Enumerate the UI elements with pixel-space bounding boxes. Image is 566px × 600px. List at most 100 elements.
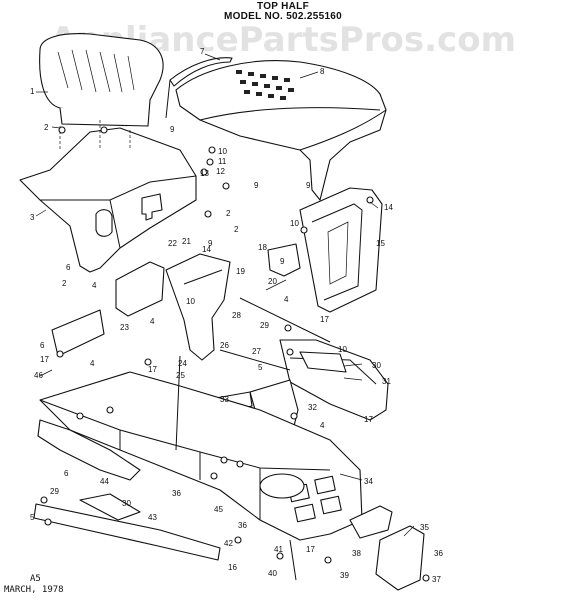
callout-10: 10 — [186, 297, 195, 306]
callout-36: 36 — [434, 549, 443, 558]
callout-22: 22 — [168, 239, 177, 248]
callout-29: 29 — [50, 487, 59, 496]
rod-26 — [219, 349, 291, 371]
callout-40: 40 — [268, 569, 277, 578]
callout-42: 42 — [224, 539, 233, 548]
bracket-16[interactable] — [267, 243, 301, 277]
callout-6: 6 — [64, 469, 69, 478]
drawing-code: A5 — [30, 574, 41, 584]
callout-2: 2 — [226, 209, 231, 218]
seat[interactable] — [39, 33, 164, 127]
callout-17: 17 — [306, 545, 315, 554]
grille-frame[interactable] — [299, 187, 383, 313]
callout-41: 41 — [274, 545, 283, 554]
callout-30: 30 — [122, 499, 131, 508]
callout-16: 16 — [228, 563, 237, 572]
hood-grille — [236, 70, 294, 100]
axle-support[interactable] — [79, 493, 141, 521]
callout-4: 4 — [320, 421, 325, 430]
callout-33: 33 — [220, 395, 229, 404]
callout-15: 15 — [376, 239, 385, 248]
callout-17: 17 — [40, 355, 49, 364]
callout-36: 36 — [172, 489, 181, 498]
drawing-date: MARCH, 1978 — [4, 585, 64, 595]
callout-29: 29 — [260, 321, 269, 330]
hood-strip-rod — [165, 79, 171, 119]
callout-14: 14 — [202, 245, 211, 254]
main-frame[interactable] — [39, 371, 363, 541]
callout-45: 45 — [214, 505, 223, 514]
callout-2: 2 — [234, 225, 239, 234]
callout-4: 4 — [90, 359, 95, 368]
diagram-title: TOP HALF — [256, 1, 310, 12]
callout-30: 30 — [372, 361, 381, 370]
callout-39: 39 — [340, 571, 349, 580]
callout-9: 9 — [280, 257, 285, 266]
callout-6: 6 — [66, 263, 71, 272]
callout-31: 31 — [382, 377, 391, 386]
callout-2: 2 — [44, 123, 49, 132]
callout-38: 38 — [352, 549, 361, 558]
callout-27: 27 — [252, 347, 261, 356]
dash-panel[interactable] — [165, 253, 231, 361]
model-number: MODEL NO. 502.255160 — [223, 11, 343, 22]
callout-10: 10 — [218, 147, 227, 156]
callout-9: 9 — [208, 239, 213, 248]
callout-4: 4 — [92, 281, 97, 290]
callout-5: 5 — [30, 513, 35, 522]
rod-40 — [289, 539, 297, 581]
callout-36: 36 — [238, 521, 247, 530]
rear-bracket[interactable] — [375, 525, 425, 591]
callout-14: 14 — [384, 203, 393, 212]
callout-labels: 1222234444455666789999910101010111213141… — [30, 47, 443, 584]
callout-28: 28 — [232, 311, 241, 320]
callout-46: 46 — [34, 371, 43, 380]
callout-35: 35 — [420, 523, 429, 532]
callout-9: 9 — [170, 125, 175, 134]
step-plate[interactable] — [279, 339, 389, 421]
callout-32: 32 — [308, 403, 317, 412]
hood[interactable] — [175, 60, 387, 201]
callout-34: 34 — [364, 477, 373, 486]
callout-5: 5 — [258, 363, 263, 372]
fender-seat-pan[interactable] — [19, 120, 197, 273]
callout-3: 3 — [30, 213, 35, 222]
callout-20: 20 — [268, 277, 277, 286]
callout-6: 6 — [40, 341, 45, 350]
callout-18: 18 — [258, 243, 267, 252]
callout-13: 13 — [200, 169, 209, 178]
callout-9: 9 — [254, 181, 259, 190]
lower-apron[interactable] — [37, 419, 141, 481]
callout-2: 2 — [62, 279, 67, 288]
rod-25 — [175, 355, 181, 451]
callout-17: 17 — [320, 315, 329, 324]
fasteners — [40, 126, 430, 582]
callout-44: 44 — [100, 477, 109, 486]
bracket-46[interactable] — [51, 309, 105, 357]
callout-19: 19 — [236, 267, 245, 276]
callout-11: 11 — [218, 157, 227, 166]
callout-17: 17 — [148, 365, 157, 374]
hood-strip[interactable] — [169, 57, 233, 87]
callout-21: 21 — [182, 237, 191, 246]
callout-10: 10 — [338, 345, 347, 354]
callout-10: 10 — [290, 219, 299, 228]
callout-37: 37 — [432, 575, 441, 584]
callout-4: 4 — [284, 295, 289, 304]
callout-23: 23 — [120, 323, 129, 332]
panel-23[interactable] — [115, 261, 165, 317]
callout-7: 7 — [200, 47, 205, 56]
callout-4: 4 — [150, 317, 155, 326]
callout-43: 43 — [148, 513, 157, 522]
callout-9: 9 — [306, 181, 311, 190]
rod-28 — [239, 297, 331, 343]
leader-lines — [35, 53, 415, 537]
callout-25: 25 — [176, 371, 185, 380]
rear-plate[interactable] — [349, 505, 393, 539]
callout-8: 8 — [320, 67, 325, 76]
callout-12: 12 — [216, 167, 225, 176]
front-axle-bar[interactable] — [33, 503, 221, 561]
callout-1: 1 — [30, 87, 35, 96]
